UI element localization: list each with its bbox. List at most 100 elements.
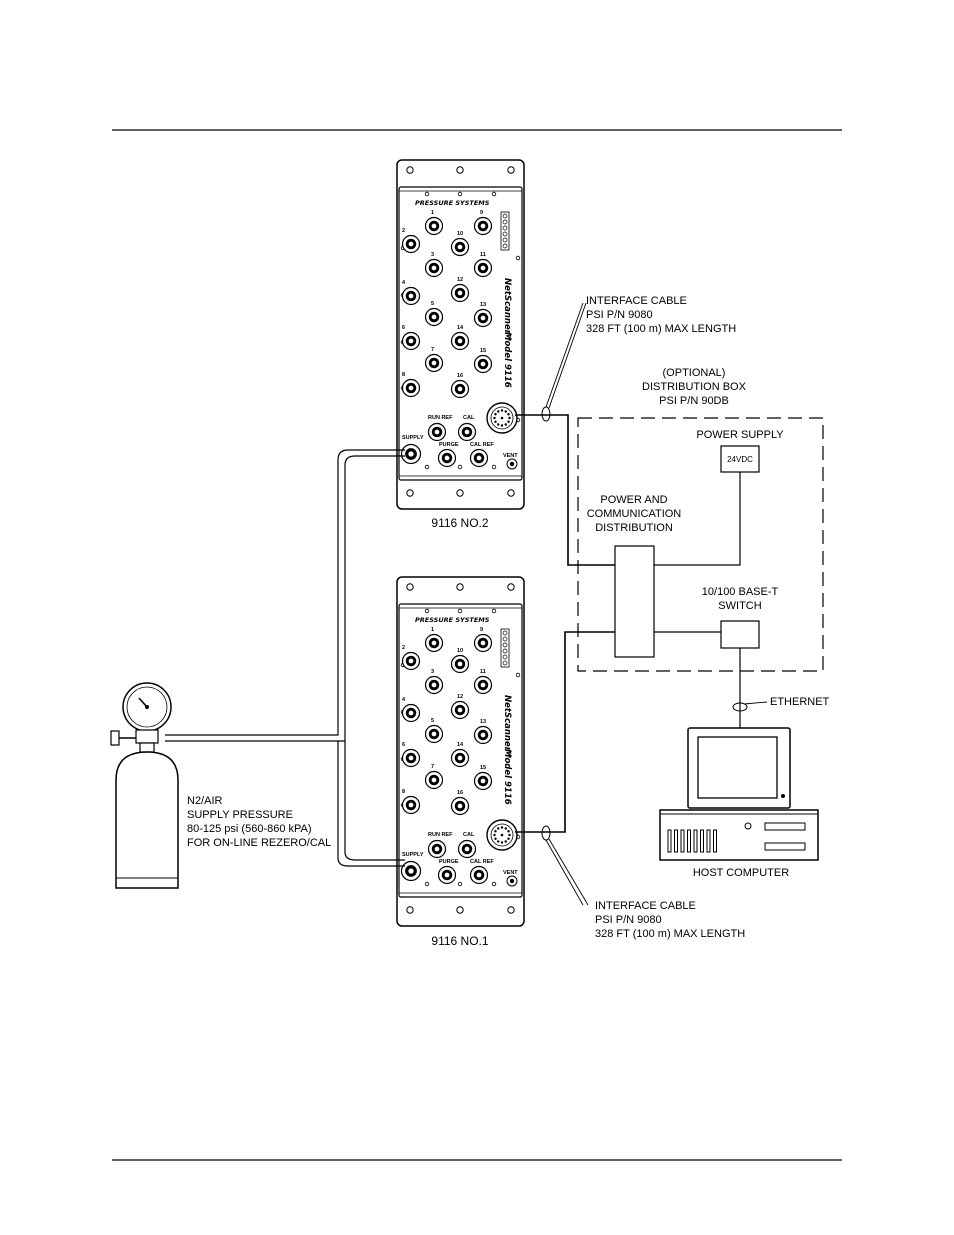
pressure-port-16: [450, 379, 470, 399]
status-led: [502, 225, 508, 231]
face-screw: [424, 608, 430, 614]
power-comm-box: [614, 545, 655, 658]
face-screw: [457, 464, 463, 470]
distribution-box-label: (OPTIONAL) DISTRIBUTION BOX PSI P/N 90DB: [642, 367, 747, 407]
pressure-port-12: [450, 283, 470, 303]
cable-marker-top: [541, 406, 551, 422]
model-name-label: NetScanner™: [502, 695, 512, 759]
svg-text:10/100 BASE-T: 10/100 BASE-T: [702, 586, 779, 598]
pressure-port-11-bore: [480, 265, 486, 271]
face-screw: [457, 191, 463, 197]
case-vent: [693, 829, 698, 853]
pressure-port-5: [424, 307, 444, 327]
computer-case: [659, 809, 819, 861]
switch-box: [720, 620, 760, 649]
port-label-12: 12: [457, 277, 463, 283]
cal-ref-label: CAL REF: [470, 859, 494, 865]
case-vent: [713, 829, 717, 853]
pressure-port-13-bore: [480, 315, 486, 321]
mount-hole: [406, 489, 414, 497]
pressure-port-12-bore: [457, 290, 463, 296]
pressure-port-14-bore: [457, 755, 463, 761]
run-ref-port: [427, 422, 447, 442]
pressure-port-3: [424, 258, 444, 278]
pressure-port-12-bore: [457, 707, 463, 713]
port-label-2: 2: [402, 645, 405, 651]
pressure-port-6: [401, 748, 421, 768]
face-screw: [515, 672, 521, 678]
connector-pin: [504, 827, 507, 830]
purge-port-bore: [444, 455, 450, 461]
connector-pin: [494, 830, 497, 833]
pressure-port-9: [473, 216, 493, 236]
port-label-1: 1: [431, 210, 434, 216]
connector-pin: [497, 423, 500, 426]
power-supply-label: POWER SUPPLY: [696, 429, 784, 441]
cal-port: [457, 839, 477, 859]
svg-text:PSI P/N 90DB: PSI P/N 90DB: [659, 395, 729, 407]
port-label-5: 5: [431, 718, 434, 724]
pressure-port-8: [401, 378, 421, 398]
case-vent: [667, 829, 672, 853]
connector-pin: [508, 416, 511, 420]
supply-port: [400, 860, 422, 882]
port-label-6: 6: [402, 742, 405, 748]
pressure-port-16-bore: [457, 386, 463, 392]
ethernet-label: ETHERNET: [770, 696, 830, 708]
interface-connector: [486, 819, 518, 851]
pressure-port-2-bore: [408, 241, 414, 247]
scanner-9116-no2: PRESSURE SYSTEMS12345678910111213141516N…: [396, 159, 525, 510]
face-screw: [424, 881, 430, 887]
status-led: [502, 642, 508, 648]
ethernet-marker: [732, 702, 748, 712]
face-screw: [491, 191, 497, 197]
face-screw: [457, 608, 463, 614]
pressure-port-8-bore: [408, 385, 414, 391]
port-label-1: 1: [431, 627, 434, 633]
status-led: [502, 636, 508, 642]
vent-port-core: [509, 878, 515, 884]
run-ref-label: RUN REF: [428, 832, 453, 838]
case-vent: [700, 829, 704, 853]
pressure-port-11: [473, 258, 493, 278]
cal-ref-label: CAL REF: [470, 442, 494, 448]
mount-hole: [406, 906, 414, 914]
face-screw: [515, 255, 521, 261]
connector-pin: [507, 413, 510, 416]
cal-ref-port: [469, 448, 489, 468]
status-led: [502, 648, 508, 654]
pressure-port-13: [473, 725, 493, 745]
connector-pin: [500, 826, 504, 829]
svg-text:FOR ON-LINE REZERO/CAL: FOR ON-LINE REZERO/CAL: [187, 837, 331, 849]
pressure-port-15: [473, 354, 493, 374]
pressure-port-11: [473, 675, 493, 695]
port-label-9: 9: [480, 210, 483, 216]
pressure-port-6-bore: [408, 755, 414, 761]
run-ref-port-bore: [434, 429, 440, 435]
computer-button: [744, 822, 752, 830]
mount-hole: [456, 583, 464, 591]
cal-port-bore: [464, 429, 470, 435]
port-label-16: 16: [457, 373, 463, 379]
pressure-port-10-bore: [457, 244, 463, 250]
supply-port-bore: [408, 868, 414, 874]
connector-pin: [500, 416, 504, 420]
svg-text:INTERFACE CABLE: INTERFACE CABLE: [586, 295, 687, 307]
pressure-port-4: [401, 286, 421, 306]
pressure-port-7: [424, 770, 444, 790]
port-label-6: 6: [402, 325, 405, 331]
pressure-port-7-bore: [431, 360, 437, 366]
model-name-label: NetScanner™: [502, 278, 512, 342]
port-label-10: 10: [457, 648, 463, 654]
interface-cable-bottom-label: INTERFACE CABLE PSI P/N 9080 328 FT (100…: [595, 900, 745, 940]
status-led: [502, 243, 508, 249]
port-label-13: 13: [480, 719, 486, 725]
mount-hole: [406, 583, 414, 591]
connector-pin: [504, 423, 507, 426]
case-vent: [706, 829, 711, 853]
cal-port-bore: [464, 846, 470, 852]
port-label-15: 15: [480, 765, 486, 771]
port-label-15: 15: [480, 348, 486, 354]
cal-ref-port: [469, 865, 489, 885]
led-panel: [500, 628, 510, 668]
